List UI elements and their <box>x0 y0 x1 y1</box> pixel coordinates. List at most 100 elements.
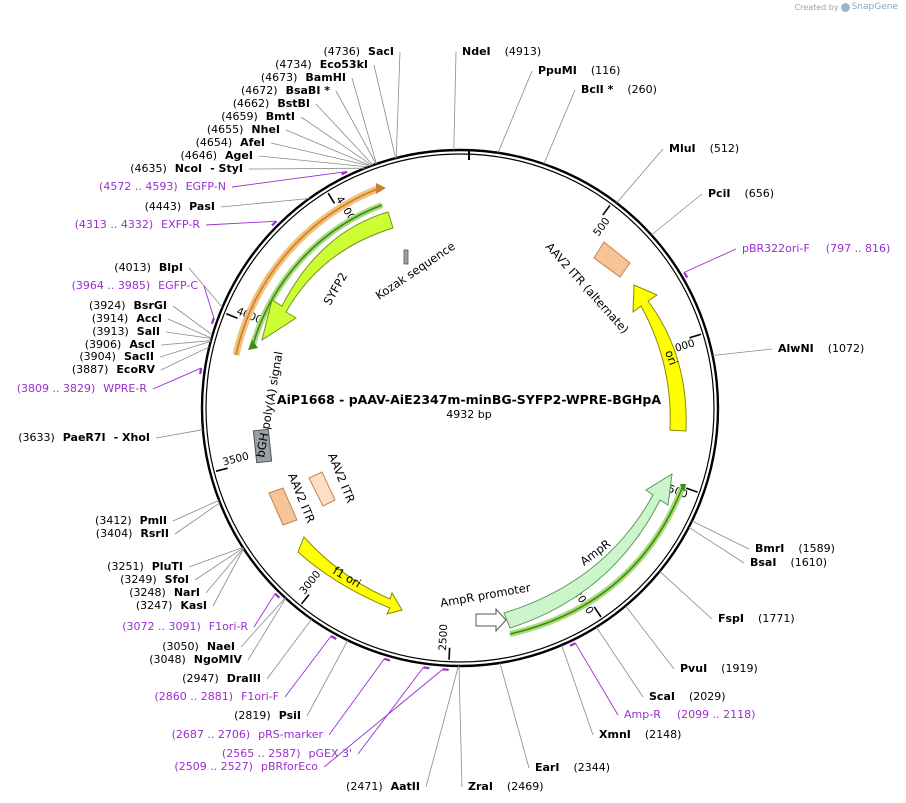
aav2-itr-alternate-box <box>593 241 631 278</box>
site-leader-line <box>543 89 576 165</box>
site-position: (4672) <box>241 84 278 97</box>
primer-name: Amp-R <box>624 708 661 721</box>
site-label-xmni: XmnI(2148) <box>599 728 681 741</box>
primer-name: WPRE-R <box>103 382 147 395</box>
enzyme-name: PvuI <box>680 662 707 675</box>
site-leader-line <box>616 148 664 204</box>
enzyme-name: SacI <box>368 45 394 58</box>
primer-leader-line <box>684 248 737 273</box>
primer-mark <box>330 635 337 640</box>
enzyme-name: BsaI <box>750 556 776 569</box>
site-leader-line <box>247 598 287 661</box>
primer-name: EGFP-N <box>186 180 226 193</box>
feature-label-syfp2: SYFP2 <box>320 270 350 307</box>
site-leader-line <box>688 526 745 564</box>
primer-name: F1ori-R <box>209 620 249 633</box>
tick-mark <box>448 647 451 660</box>
site-label-eco53ki: (4734)Eco53kI <box>275 58 368 71</box>
site-position: (1919) <box>721 662 758 675</box>
site-position: (3249) <box>120 573 157 586</box>
site-label-bsabi: (4672)BsaBI * <box>241 84 330 97</box>
kozak-box <box>403 249 409 265</box>
enzyme-name: AgeI <box>225 149 253 162</box>
primer-label-prs-marker: (2687 .. 2706) pRS-marker <box>172 728 324 741</box>
site-leader-line <box>306 640 349 717</box>
site-position: (3251) <box>107 560 144 573</box>
site-label-blpi: (4013)BlpI <box>114 261 183 274</box>
site-leader-line <box>220 198 310 208</box>
enzyme-name: ScaI <box>649 690 675 703</box>
enzyme-name: NarI <box>174 586 200 599</box>
site-label-bsai: BsaI(1610) <box>750 556 827 569</box>
site-leader-line <box>691 520 750 550</box>
site-leader-line <box>155 429 203 439</box>
tick-label: 3500 <box>221 450 250 468</box>
site-position: (3248) <box>129 586 166 599</box>
site-position: (3412) <box>95 514 132 527</box>
site-label-agei: (4646)AgeI <box>180 149 253 162</box>
site-leader-line <box>300 116 373 166</box>
backbone-inner <box>205 153 715 663</box>
site-label-sfoi: (3249)SfoI <box>120 573 189 586</box>
enzyme-name: PasI <box>189 200 215 213</box>
site-leader-line <box>174 502 221 535</box>
aav2-itr-light-box <box>308 471 336 507</box>
primer-leader-line <box>205 220 277 226</box>
enzyme-name: BmrI <box>755 542 784 555</box>
primer-name: pRS-marker <box>258 728 323 741</box>
site-label-sacii: (3904)SacII <box>79 350 154 363</box>
primer-range: (2687 .. 2706) <box>172 728 251 741</box>
primer-range: (3964 .. 3985) <box>72 279 151 292</box>
enzyme-name: AlwNI <box>778 342 814 355</box>
site-position: (1771) <box>758 612 795 625</box>
site-label-aatii: (2471)AatII <box>346 780 420 793</box>
site-label-bmri: BmrI(1589) <box>755 542 835 555</box>
enzyme-name: PsiI <box>279 709 301 722</box>
site-label-asci: (3906)AscI <box>85 338 155 351</box>
tick-mark <box>602 204 611 216</box>
primer-leader-line <box>323 669 443 768</box>
enzyme-name: MluI <box>669 142 696 155</box>
enzyme-name: BamHI <box>305 71 346 84</box>
enzyme-name: PmlI <box>140 514 167 527</box>
site-leader-line <box>497 70 533 153</box>
site-label-bsrgi: (3924)BsrGI <box>89 299 167 312</box>
primer-label-wpre-r: (3809 .. 3829)WPRE-R <box>17 382 148 395</box>
enzyme-name: KasI <box>180 599 207 612</box>
site-position: (3924) <box>89 299 126 312</box>
tick-label: 500 <box>591 215 613 238</box>
primer-name: F1ori-F <box>241 690 279 703</box>
site-position: (4635) <box>130 162 167 175</box>
primer-leader-line <box>231 171 348 188</box>
site-position: (2029) <box>689 690 726 703</box>
enzyme-name: AccI <box>136 312 162 325</box>
site-leader-line <box>453 51 457 151</box>
aav2-itr-box <box>268 487 298 526</box>
site-label-afei: (4654)AfeI <box>196 136 265 149</box>
enzyme-name: NheI <box>251 123 280 136</box>
ori-arrow <box>632 284 687 432</box>
tick-label: 2500 <box>437 624 450 651</box>
site-label-ppumi: PpuMI(116) <box>538 64 620 77</box>
enzyme-name: EcoRV <box>116 363 155 376</box>
site-label-psii: (2819)PsiI <box>234 709 301 722</box>
site-label-pasi: (4443)PasI <box>145 200 215 213</box>
primer-leader-line <box>284 635 332 698</box>
primer-mark <box>683 271 689 279</box>
site-leader-line <box>458 665 463 788</box>
site-label-ncoi: (4635)NcoI- StyI <box>130 162 243 175</box>
site-leader-line <box>425 665 459 788</box>
syfp2-arrow <box>261 211 394 342</box>
enzyme-name: NaeI <box>207 640 235 653</box>
tick-mark <box>226 312 238 319</box>
site-position: (3887) <box>72 363 109 376</box>
site-position: (4736) <box>323 45 360 58</box>
site-label-zrai: ZraI(2469) <box>468 780 544 793</box>
tick-mark <box>685 487 698 493</box>
primer-mark <box>383 657 391 662</box>
enzyme-name: BclI * <box>581 83 614 96</box>
orf-outline-arrowhead <box>376 183 386 194</box>
site-leader-line <box>335 90 377 165</box>
site-label-mlui: MluI(512) <box>669 142 739 155</box>
